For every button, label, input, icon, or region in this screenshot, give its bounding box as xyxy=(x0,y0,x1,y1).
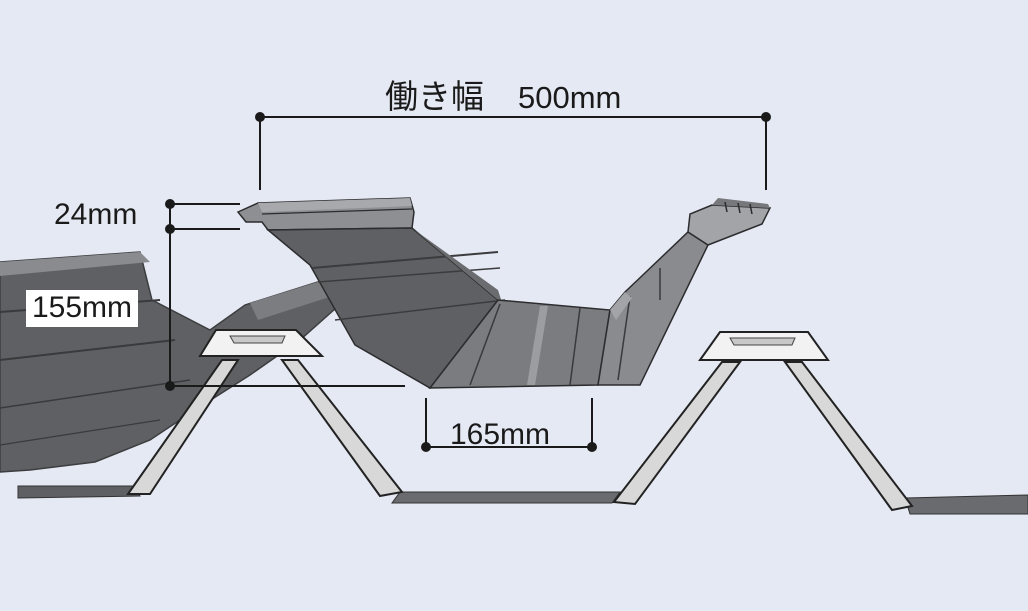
main-roof-panel xyxy=(236,197,772,389)
working-width-text: 働き幅 xyxy=(385,78,484,115)
bottom-width-label: 165mm xyxy=(450,418,551,451)
purlin-strip xyxy=(17,485,1028,515)
bracket-left xyxy=(126,329,404,498)
working-width-value: 500mm xyxy=(518,80,622,115)
working-width-label: 働き幅 500mm xyxy=(385,80,621,113)
lap-height-label: 24mm xyxy=(54,198,138,231)
dimension-lines xyxy=(165,112,771,452)
bracket-right xyxy=(612,331,914,512)
rib-height-label: 155mm xyxy=(26,290,139,327)
